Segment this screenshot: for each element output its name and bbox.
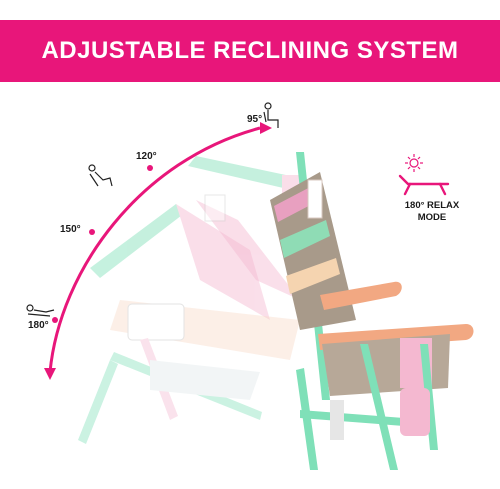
sun-icon bbox=[405, 154, 423, 172]
angle-label-95: 95° bbox=[247, 114, 263, 125]
angle-marker-150 bbox=[89, 229, 95, 235]
angle-label-180: 180° bbox=[28, 320, 49, 331]
relax-mode-line2: MODE bbox=[417, 212, 447, 223]
angle-label-150: 150° bbox=[60, 224, 81, 235]
angle-marker-180 bbox=[52, 317, 58, 323]
sitting-person-icon bbox=[263, 102, 279, 128]
relax-mode-line1: 180° RELAX bbox=[404, 200, 460, 211]
chair-position-180 bbox=[78, 300, 300, 444]
lying-person-icon bbox=[26, 304, 55, 317]
sun-lounger-icon bbox=[398, 174, 450, 196]
chair-position-95 bbox=[270, 152, 474, 470]
reclining-person-icon bbox=[88, 164, 113, 187]
title-banner: ADJUSTABLE RECLINING SYSTEM bbox=[0, 20, 500, 82]
angle-label-120: 120° bbox=[136, 151, 157, 162]
relax-mode-label: 180° RELAX MODE bbox=[395, 200, 469, 224]
angle-marker-120 bbox=[147, 165, 153, 171]
chair-position-150 bbox=[90, 194, 270, 320]
page-title: ADJUSTABLE RECLINING SYSTEM bbox=[41, 37, 459, 64]
